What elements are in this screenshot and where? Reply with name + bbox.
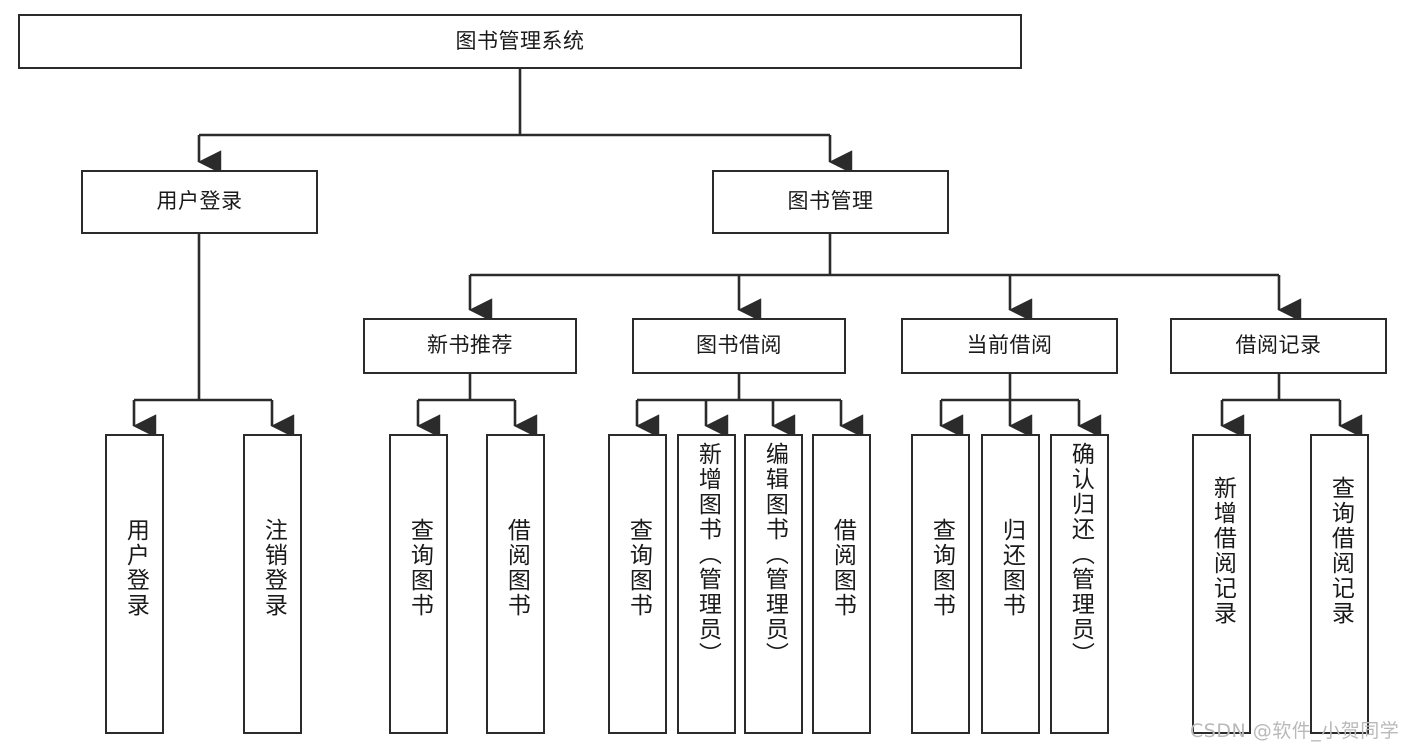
node-root-label: 图书管理系统: [455, 28, 585, 53]
node-user-login-label: 用户登录: [156, 189, 243, 214]
node-leaf-user-login-label: 用户登录: [122, 518, 149, 618]
node-new-book-recommend-label: 新书推荐: [427, 333, 513, 358]
node-leaf-return-book-label: 归还图书: [998, 518, 1025, 618]
node-leaf-borrow-book-1-label: 借阅图书: [503, 518, 530, 618]
node-root[interactable]: 图书管理系统: [18, 14, 1022, 69]
node-leaf-query-book-1[interactable]: 查询图书: [389, 434, 448, 734]
node-current-borrow-label: 当前借阅: [966, 333, 1053, 358]
node-leaf-borrow-book-2[interactable]: 借阅图书: [812, 434, 871, 734]
node-book-borrow[interactable]: 图书借阅: [632, 318, 846, 374]
node-leaf-confirm-return-label: 确认归还（管理员）: [1067, 442, 1094, 667]
node-leaf-query-book-3[interactable]: 查询图书: [911, 434, 970, 734]
node-leaf-add-book-label: 新增图书（管理员）: [694, 442, 721, 667]
node-leaf-edit-book-label: 编辑图书（管理员）: [761, 442, 788, 667]
node-leaf-query-book-1-label: 查询图书: [406, 518, 433, 618]
node-borrow-record-label: 借阅记录: [1235, 333, 1322, 358]
node-leaf-borrow-book-1[interactable]: 借阅图书: [486, 434, 545, 734]
node-leaf-query-book-2[interactable]: 查询图书: [608, 434, 667, 734]
node-book-borrow-label: 图书借阅: [696, 333, 782, 358]
csdn-watermark: CSDN @软件_小贺同学: [1190, 720, 1400, 742]
node-leaf-query-record[interactable]: 查询借阅记录: [1310, 434, 1369, 734]
node-current-borrow[interactable]: 当前借阅: [901, 318, 1118, 374]
node-book-manage[interactable]: 图书管理: [712, 170, 949, 234]
node-leaf-borrow-book-2-label: 借阅图书: [829, 518, 856, 618]
node-new-book-recommend[interactable]: 新书推荐: [363, 318, 577, 374]
node-leaf-query-record-label: 查询借阅记录: [1327, 476, 1354, 626]
node-leaf-query-book-2-label: 查询图书: [625, 518, 652, 618]
node-leaf-return-book[interactable]: 归还图书: [981, 434, 1040, 734]
node-leaf-logout-login[interactable]: 注销登录: [243, 434, 302, 734]
node-leaf-confirm-return[interactable]: 确认归还（管理员）: [1050, 434, 1109, 734]
node-leaf-user-login[interactable]: 用户登录: [105, 434, 164, 734]
node-leaf-logout-login-label: 注销登录: [260, 518, 287, 618]
node-user-login[interactable]: 用户登录: [81, 170, 318, 234]
node-book-manage-label: 图书管理: [787, 189, 874, 214]
node-leaf-add-record[interactable]: 新增借阅记录: [1192, 434, 1251, 734]
node-leaf-add-book[interactable]: 新增图书（管理员）: [677, 434, 736, 734]
node-leaf-edit-book[interactable]: 编辑图书（管理员）: [744, 434, 803, 734]
node-leaf-query-book-3-label: 查询图书: [928, 518, 955, 618]
node-leaf-add-record-label: 新增借阅记录: [1209, 476, 1236, 626]
node-borrow-record[interactable]: 借阅记录: [1170, 318, 1387, 374]
